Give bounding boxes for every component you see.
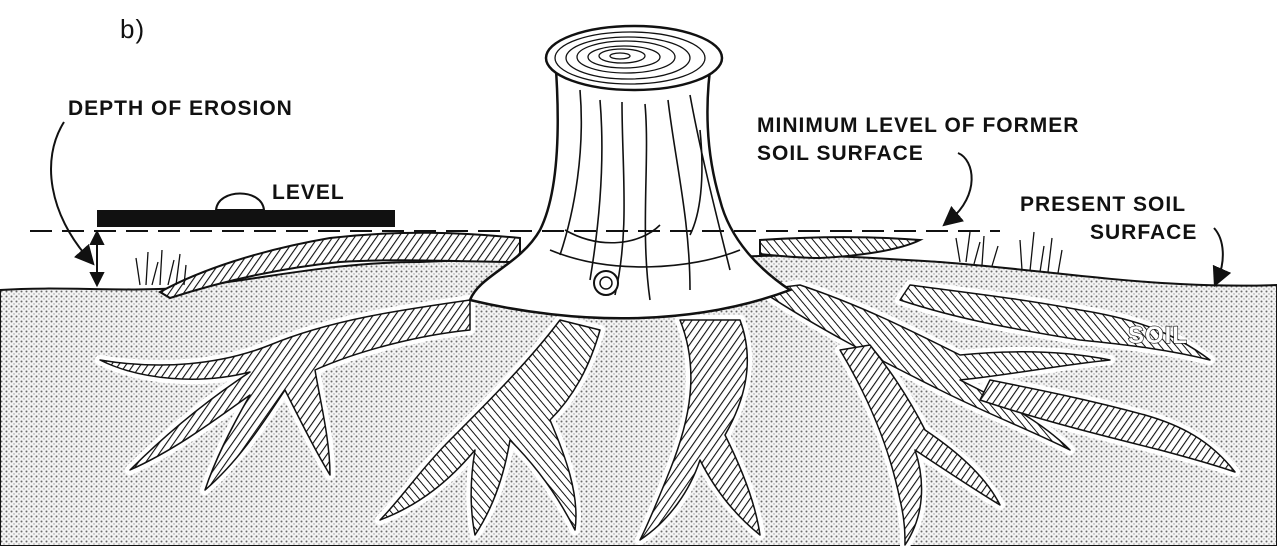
min-level-label-line1: MINIMUM LEVEL OF FORMER [757, 114, 1079, 137]
tree-stump [470, 26, 790, 318]
level-label: LEVEL [272, 181, 345, 204]
stump-knot [594, 271, 618, 295]
present-surface-label-line1: PRESENT SOIL [1020, 193, 1186, 216]
soil-label: SOIL [1128, 322, 1188, 349]
stump-rings [546, 26, 722, 90]
depth-measure [91, 232, 103, 285]
former-level-leader-arrow [950, 153, 972, 220]
present-surface-leader-arrow [1214, 228, 1223, 278]
level-instrument [97, 194, 395, 228]
panel-label: b) [120, 14, 145, 44]
level-bar [97, 210, 395, 227]
min-level-label-line2: SOIL SURFACE [757, 142, 924, 165]
depth-leader-arrow [51, 122, 88, 258]
depth-of-erosion-label: DEPTH OF EROSION [68, 97, 293, 120]
present-surface-label-line2: SURFACE [1090, 221, 1197, 244]
level-bubble [216, 194, 264, 211]
